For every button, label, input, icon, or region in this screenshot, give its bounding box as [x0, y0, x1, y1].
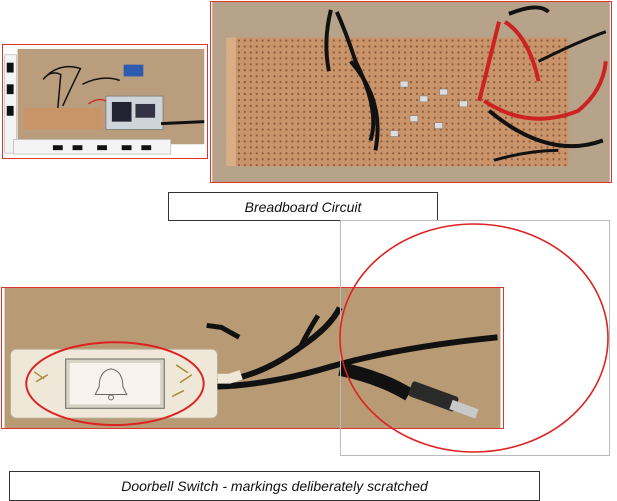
doorbell-caption: Doorbell Switch - markings deliberately …	[9, 471, 540, 501]
doorbell-caption-text: Doorbell Switch - markings deliberately …	[121, 478, 428, 494]
doorbell-photo	[1, 287, 504, 429]
breadboard-photo	[210, 1, 612, 183]
doorbell-photo-image	[4, 288, 501, 428]
plug-highlight-circle	[339, 223, 609, 453]
overview-photo-image	[3, 45, 207, 158]
breadboard-caption: Breadboard Circuit	[168, 192, 438, 221]
breadboard-caption-text: Breadboard Circuit	[244, 198, 362, 215]
overview-photo	[2, 44, 208, 159]
breadboard-photo-image	[212, 2, 610, 182]
